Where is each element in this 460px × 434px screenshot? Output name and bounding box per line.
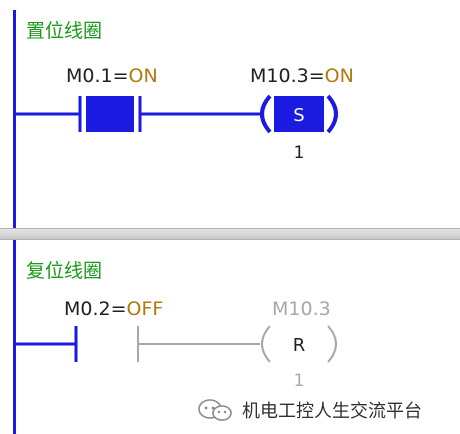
wechat-icon (198, 399, 232, 421)
coil-right-paren (327, 325, 337, 363)
coil-letter: R (293, 335, 306, 356)
coil-left-paren (261, 325, 271, 363)
coil-address-label: M10.3 (272, 298, 331, 320)
reset-coil-m10-3[interactable]: R (261, 325, 337, 363)
network-title: 复位线圈 (26, 260, 103, 282)
network-set-coil: 置位线圈 M0.1=ON M10.3=ON S 1 (0, 0, 460, 228)
network-separator (0, 228, 460, 240)
coil-count: 1 (294, 143, 305, 163)
contact-address-label: M0.1=ON (66, 65, 158, 87)
ladder-rung-2: M0.2=OFF M10.3 R 1 (13, 240, 337, 434)
coil-address-label: M10.3=ON (250, 65, 354, 87)
contact-address-label: M0.2=OFF (64, 298, 163, 320)
set-coil-m10-3[interactable]: S (260, 94, 338, 134)
ladder-rung-1: M0.1=ON M10.3=ON S 1 (13, 10, 354, 228)
coil-count: 1 (294, 371, 305, 391)
watermark-text: 机电工控人生交流平台 (242, 401, 422, 422)
power-rail (13, 10, 16, 228)
coil-energized-fill (274, 96, 324, 132)
contact-m0-2[interactable] (74, 326, 139, 362)
contact-energized-fill (86, 96, 134, 132)
coil-letter: S (293, 105, 304, 126)
network-title: 置位线圈 (26, 20, 103, 42)
coil-left-paren (260, 94, 272, 134)
coil-right-paren (326, 94, 338, 134)
watermark: 机电工控人生交流平台 (196, 396, 422, 424)
power-rail (13, 240, 16, 434)
contact-m0-1[interactable] (78, 96, 142, 132)
network-reset-coil: 复位线圈 M0.2=OFF M10.3 R 1 (0, 240, 460, 434)
